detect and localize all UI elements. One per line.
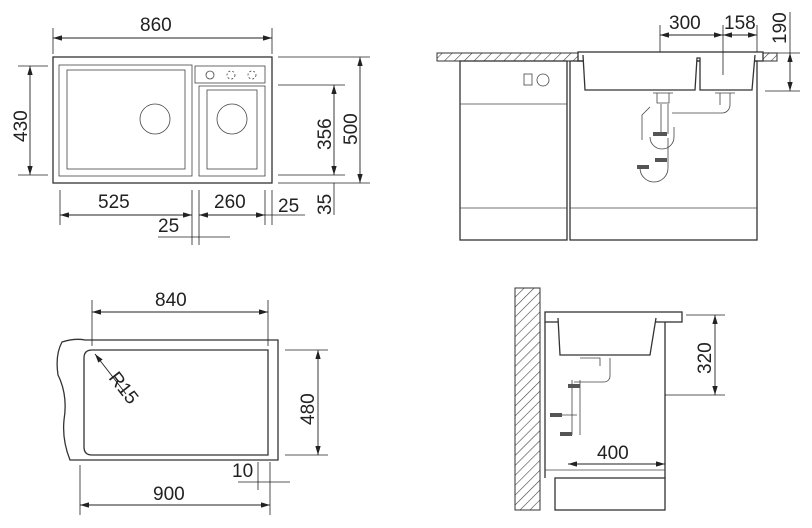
dim-25-divider: 25 xyxy=(158,216,179,237)
dim-525: 525 xyxy=(98,192,130,213)
dim-860: 860 xyxy=(140,15,172,36)
plinth xyxy=(554,477,666,511)
tap-hole xyxy=(205,70,215,80)
dim-35: 35 xyxy=(315,194,336,215)
dim-430: 430 xyxy=(11,110,32,142)
dim-190: 190 xyxy=(770,12,791,44)
side-view: 320 400 xyxy=(514,287,725,511)
dim-840: 840 xyxy=(155,290,187,311)
dim-400: 400 xyxy=(597,443,629,464)
dim-480: 480 xyxy=(298,393,319,425)
side-bowl xyxy=(557,317,657,356)
dim-900: 900 xyxy=(153,484,185,505)
dim-158: 158 xyxy=(724,13,756,34)
small-drain xyxy=(216,103,248,135)
wall xyxy=(514,287,541,511)
dim-r15: R15 xyxy=(104,368,142,408)
sink-bowls xyxy=(582,54,756,91)
main-bowl xyxy=(58,64,193,177)
main-drain xyxy=(139,103,171,135)
top-view: 860 430 356 500 35 525 260 25 25 xyxy=(11,15,370,245)
dim-320: 320 xyxy=(695,342,716,374)
dim-10: 10 xyxy=(232,461,253,482)
small-bowl xyxy=(198,85,266,177)
front-view: 300 158 190 xyxy=(436,12,800,241)
dim-25-side: 25 xyxy=(278,196,299,217)
tap-ledge xyxy=(194,65,266,84)
cutout-outline xyxy=(83,349,269,456)
dishwasher-cabinet xyxy=(459,60,568,241)
dim-260: 260 xyxy=(214,192,246,213)
worktop-outline xyxy=(56,338,279,461)
dim-500: 500 xyxy=(341,113,362,145)
dim-300: 300 xyxy=(669,13,701,34)
dim-356: 356 xyxy=(315,118,336,150)
cutout-view: R15 840 480 10 900 xyxy=(56,290,328,515)
sink-outline xyxy=(52,56,273,184)
